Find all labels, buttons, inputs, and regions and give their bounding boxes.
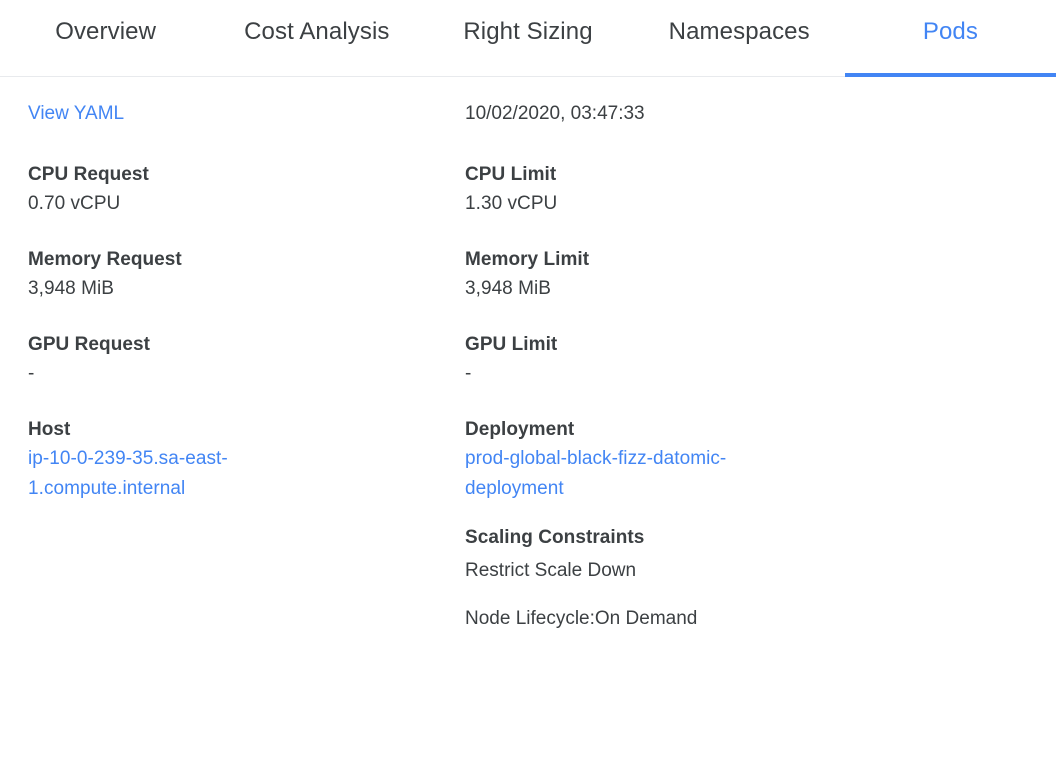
memory-request-value: 3,948 MiB	[28, 278, 114, 299]
tab-namespaces[interactable]: Namespaces	[634, 0, 845, 77]
details-left-column: View YAML CPU Request 0.70 vCPU Memory R…	[0, 77, 465, 679]
cpu-request-value: 0.70 vCPU	[28, 193, 121, 214]
gpu-request-value: -	[28, 363, 35, 384]
tab-overview[interactable]: Overview	[0, 0, 211, 77]
field-memory-limit: Memory Limit 3,948 MiB	[465, 246, 1028, 304]
cpu-limit-value: 1.30 vCPU	[465, 193, 558, 214]
memory-limit-label: Memory Limit	[465, 249, 590, 270]
field-gpu-limit: GPU Limit -	[465, 331, 1028, 389]
scaling-constraint-item: Node Lifecycle:On Demand	[465, 608, 698, 629]
memory-limit-value: 3,948 MiB	[465, 278, 551, 299]
pod-timestamp: 10/02/2020, 03:47:33	[465, 103, 645, 124]
details-right-column: 10/02/2020, 03:47:33 CPU Limit 1.30 vCPU…	[465, 77, 1056, 679]
field-gpu-request: GPU Request -	[28, 331, 437, 389]
tab-right-sizing[interactable]: Right Sizing	[422, 0, 633, 77]
scaling-constraints-list: Restrict Scale Down Node Lifecycle:On De…	[465, 556, 1028, 634]
tab-pods[interactable]: Pods	[844, 0, 1056, 77]
tab-cost-analysis[interactable]: Cost Analysis	[211, 0, 422, 77]
view-yaml-link[interactable]: View YAML	[28, 103, 125, 124]
host-label: Host	[28, 419, 71, 440]
scaling-constraint-item: Restrict Scale Down	[465, 560, 637, 581]
deployment-value: prod-global-black-fizz-datomic-deploymen…	[465, 444, 795, 504]
field-cpu-limit: CPU Limit 1.30 vCPU	[465, 161, 1028, 219]
field-deployment: Deployment prod-global-black-fizz-datomi…	[465, 416, 1028, 504]
gpu-limit-value: -	[465, 363, 472, 384]
view-yaml-row: View YAML	[28, 99, 437, 129]
host-value: ip-10-0-239-35.sa-east-1.compute.interna…	[28, 444, 358, 504]
gpu-limit-label: GPU Limit	[465, 334, 558, 355]
scaling-constraints-label: Scaling Constraints	[465, 527, 645, 548]
deployment-link[interactable]: prod-global-black-fizz-datomic-deploymen…	[465, 448, 727, 499]
cpu-request-label: CPU Request	[28, 164, 149, 185]
gpu-request-label: GPU Request	[28, 334, 150, 355]
field-memory-request: Memory Request 3,948 MiB	[28, 246, 437, 304]
tab-bar: Overview Cost Analysis Right Sizing Name…	[0, 0, 1056, 77]
pod-details-grid: View YAML CPU Request 0.70 vCPU Memory R…	[0, 77, 1056, 679]
deployment-label: Deployment	[465, 419, 575, 440]
host-link[interactable]: ip-10-0-239-35.sa-east-1.compute.interna…	[28, 448, 228, 499]
field-scaling-constraints: Scaling Constraints Restrict Scale Down …	[465, 524, 1028, 652]
field-host: Host ip-10-0-239-35.sa-east-1.compute.in…	[28, 416, 437, 504]
field-cpu-request: CPU Request 0.70 vCPU	[28, 161, 437, 219]
memory-request-label: Memory Request	[28, 249, 182, 270]
cpu-limit-label: CPU Limit	[465, 164, 557, 185]
